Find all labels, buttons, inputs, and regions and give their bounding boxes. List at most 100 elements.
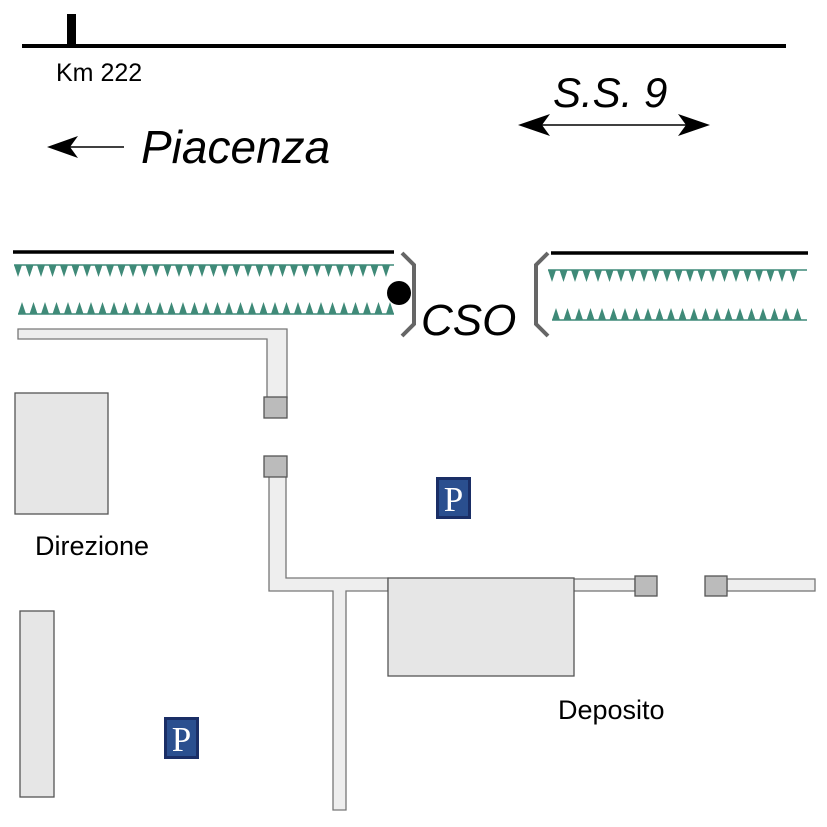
road-label: S.S. 9: [553, 69, 667, 116]
hedge-icon: [94, 265, 103, 277]
hedge-icon: [52, 302, 61, 314]
building-deposito: [387, 577, 575, 677]
hedge-icon: [621, 308, 629, 320]
hedge-icon: [347, 265, 356, 277]
gate-box: [634, 575, 658, 597]
arrow-left-icon: [47, 136, 124, 158]
hedge-icon: [129, 265, 137, 277]
parking-icon: P: [436, 477, 471, 519]
hedge-icon: [25, 265, 34, 277]
hedge-icon: [793, 308, 802, 320]
hedge-icon: [18, 302, 26, 314]
hedge-icon: [48, 265, 57, 277]
hedge-icon: [655, 308, 664, 320]
hedge-icon: [351, 302, 360, 314]
hedge-icon: [363, 302, 371, 314]
hedge-row: [548, 269, 807, 282]
hedge-icon: [290, 265, 298, 277]
gate-box: [263, 455, 288, 478]
hedge-icon: [37, 265, 45, 277]
parking-icon: P: [164, 717, 199, 759]
hedge-icon: [732, 270, 740, 282]
building-direzione: [14, 392, 109, 515]
gate-box: [704, 575, 728, 597]
hedge-icon: [110, 302, 118, 314]
hedge-icon: [301, 265, 310, 277]
building-side: [19, 610, 55, 798]
hedge-icon: [770, 308, 779, 320]
hedge-icon: [140, 265, 149, 277]
hedge-icon: [83, 265, 91, 277]
hedge-icon: [117, 265, 126, 277]
hedge-icon: [598, 308, 606, 320]
hedge-icon: [778, 270, 786, 282]
path-segment: [268, 475, 389, 811]
hedge-icon: [121, 302, 130, 314]
hedge-icon: [667, 308, 675, 320]
hedge-icon: [29, 302, 38, 314]
hedge-icon: [563, 308, 572, 320]
internal-paths: [17, 328, 816, 811]
hedge-icon: [755, 270, 763, 282]
path-segment: [17, 328, 288, 399]
hedge-icon: [267, 265, 275, 277]
hedge-row: [18, 302, 394, 315]
hedge-icon: [709, 270, 717, 282]
hedge-icon: [313, 265, 321, 277]
hedge-row: [552, 308, 807, 321]
hedge-icon: [278, 265, 287, 277]
hedge-icon: [75, 302, 84, 314]
direction-label: Piacenza: [141, 121, 330, 173]
hedge-icon: [190, 302, 199, 314]
hedge-icon: [359, 265, 367, 277]
direzione-label: Direzione: [35, 531, 149, 561]
hedge-icon: [317, 302, 325, 314]
hedge-icon: [582, 270, 591, 282]
hedge-icon: [152, 265, 160, 277]
hedge-icon: [186, 265, 195, 277]
hedge-icon: [697, 270, 706, 282]
km-label: Km 222: [56, 59, 142, 87]
hedge-icon: [617, 270, 625, 282]
hedge-icon: [628, 270, 637, 282]
hedge-icon: [382, 265, 390, 277]
hedge-icon: [605, 270, 614, 282]
hedge-icon: [674, 270, 683, 282]
gate-post-right: [534, 251, 550, 338]
hedge-icon: [766, 270, 775, 282]
hedge-icon: [225, 302, 233, 314]
hedge-icon: [232, 265, 241, 277]
hedge-icon: [571, 270, 579, 282]
hedge-icon: [759, 308, 767, 320]
hedge-icon: [209, 265, 218, 277]
hedge-icon: [255, 265, 264, 277]
double-arrow-icon: [518, 114, 710, 136]
hedge-icon: [202, 302, 210, 314]
hedge-icon: [586, 308, 595, 320]
hedge-icon: [690, 308, 698, 320]
hedge-icon: [179, 302, 187, 314]
hedge-icon: [175, 265, 183, 277]
hedge-icon: [144, 302, 153, 314]
hedge-icon: [640, 270, 648, 282]
hedge-icon: [552, 308, 560, 320]
hedge-icon: [782, 308, 790, 320]
hedge-icon: [14, 265, 22, 277]
hedge-icon: [724, 308, 733, 320]
hedge-icon: [678, 308, 687, 320]
path-segment: [572, 578, 636, 592]
hedge-icon: [594, 270, 602, 282]
hedge-icon: [559, 270, 568, 282]
hedge-icon: [324, 265, 333, 277]
hedge-icon: [41, 302, 49, 314]
hedge-icon: [370, 265, 379, 277]
hedge-icon: [305, 302, 314, 314]
hedge-icon: [248, 302, 256, 314]
hedge-icon: [701, 308, 710, 320]
hedge-icon: [743, 270, 752, 282]
hedge-icon: [244, 265, 252, 277]
svg-text:P: P: [444, 480, 463, 519]
hedge-icon: [747, 308, 756, 320]
hedge-icon: [163, 265, 172, 277]
